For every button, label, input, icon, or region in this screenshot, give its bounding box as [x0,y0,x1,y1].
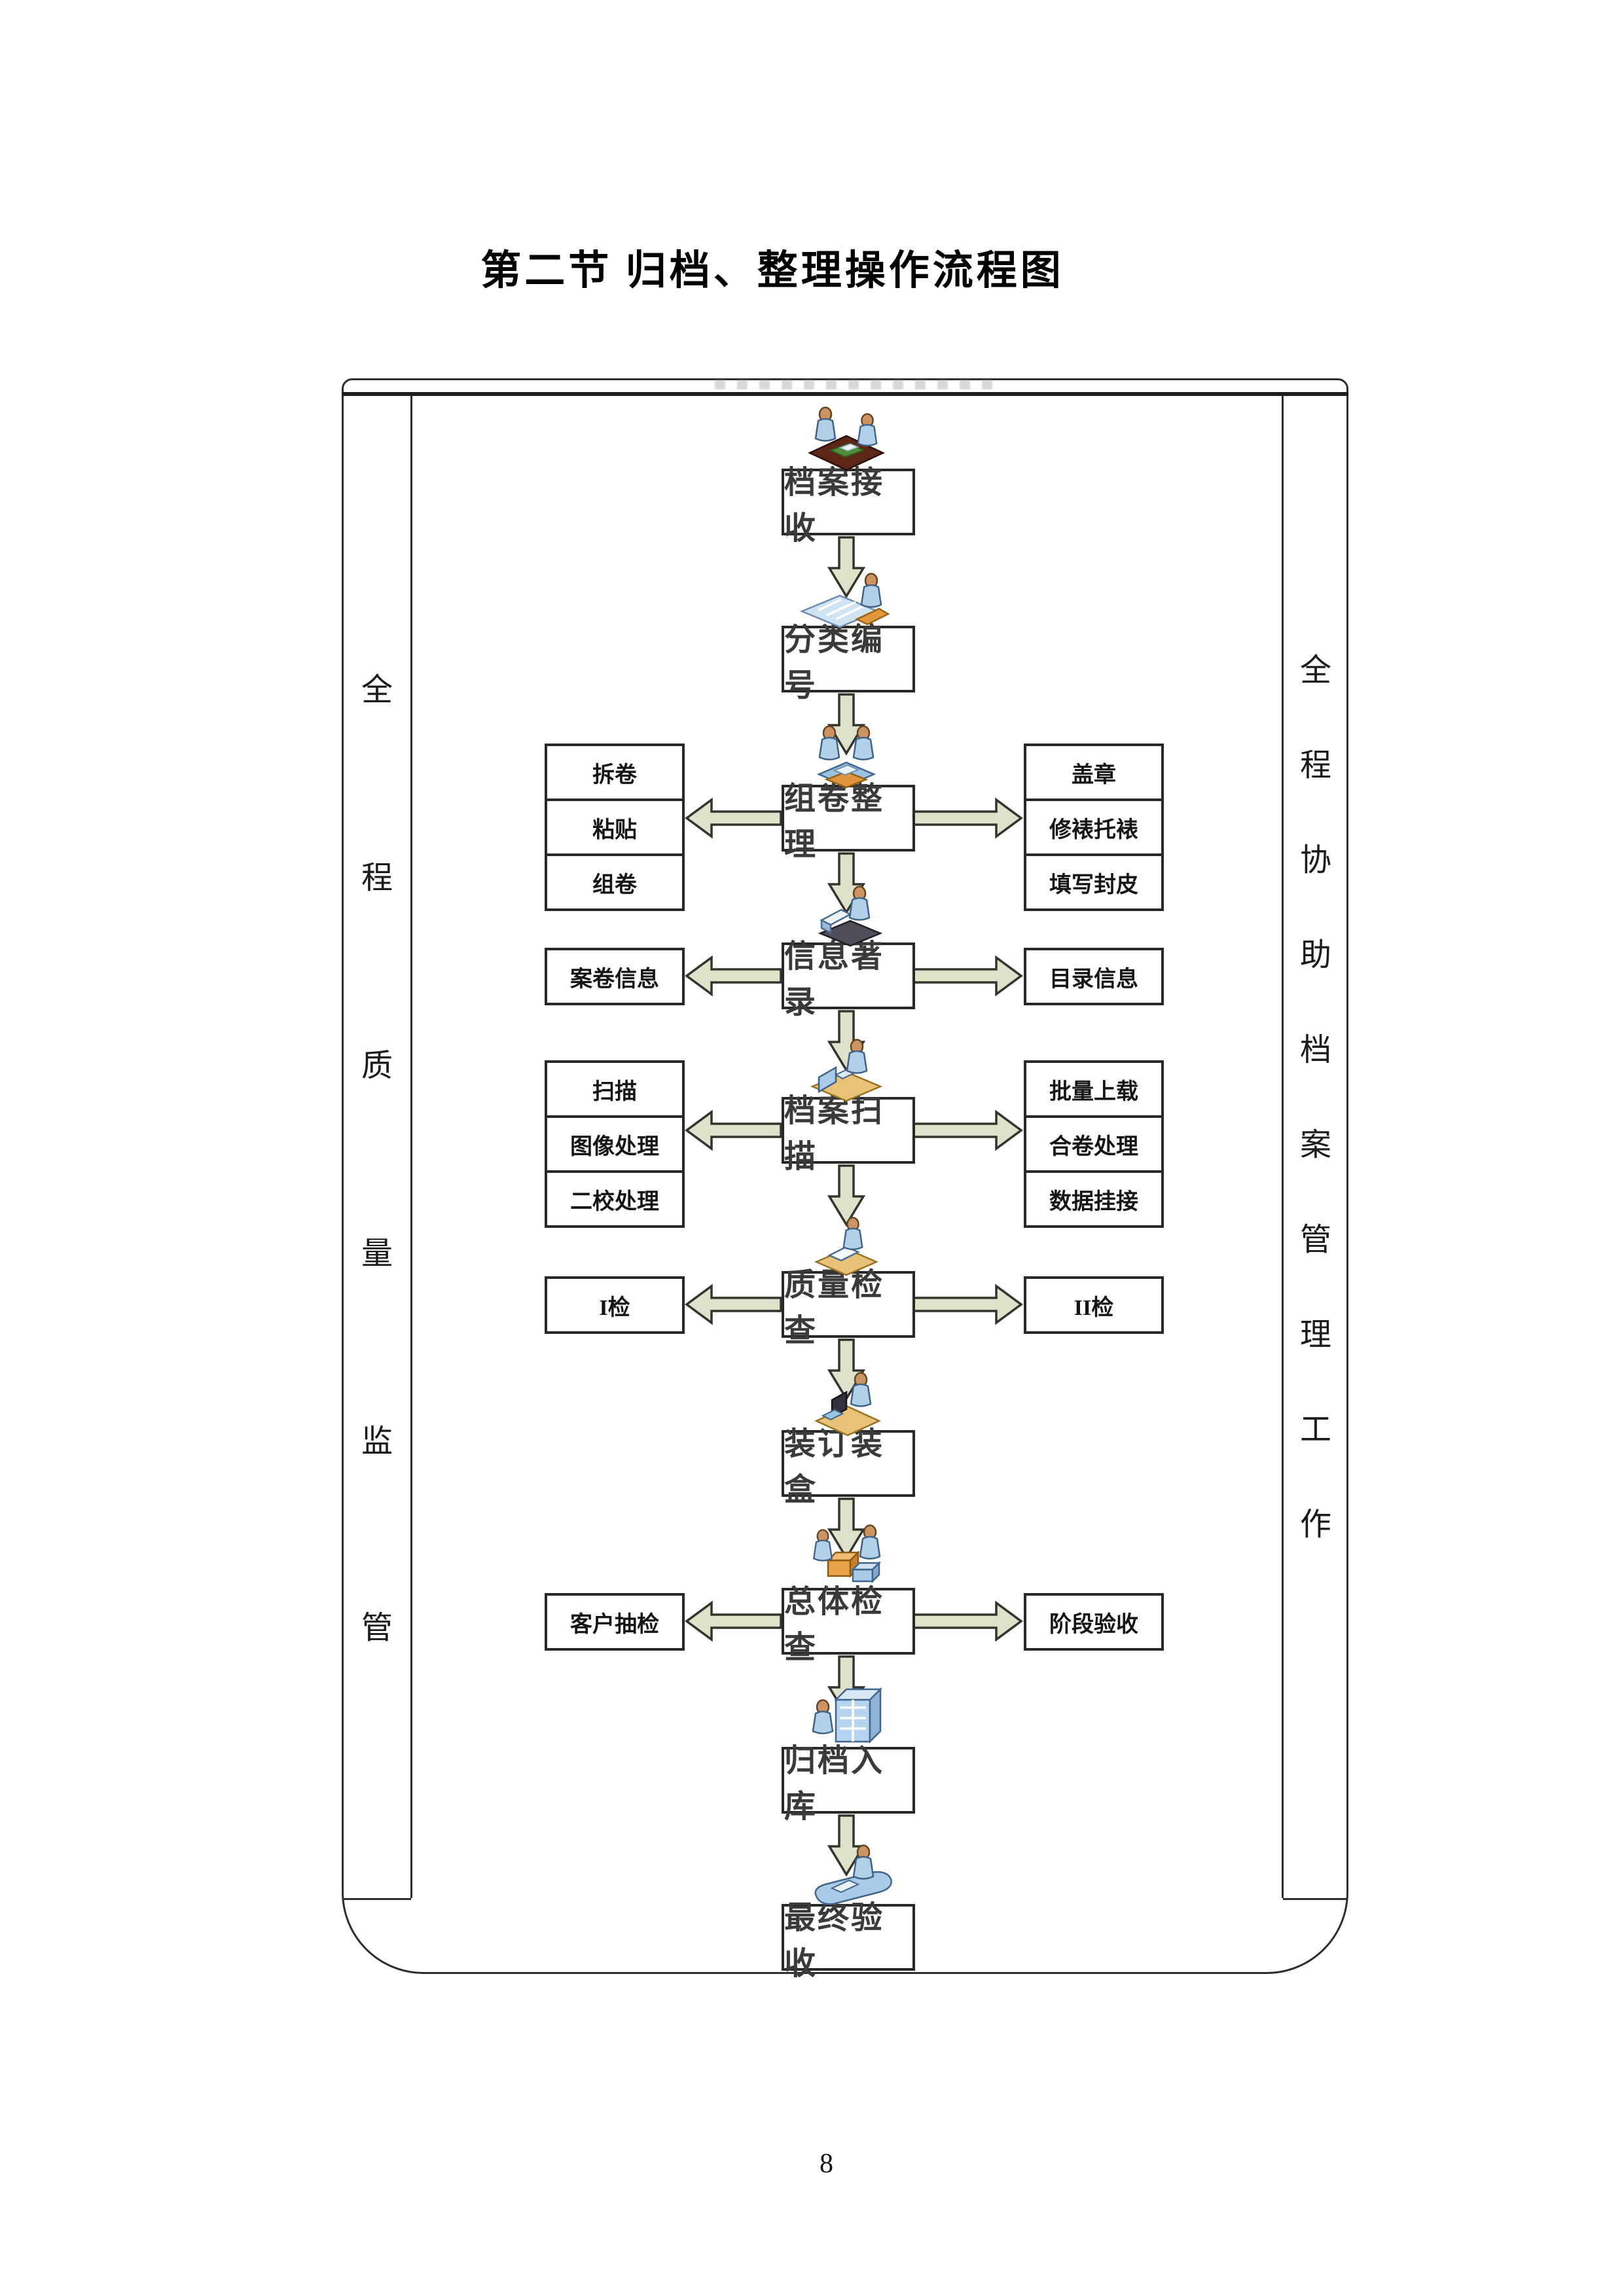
left-lane-char: 全 [361,673,393,708]
left-lane-divider [410,396,412,1898]
flow-node-archive-storage: 归档入库 [782,1744,915,1824]
down-arrow [821,1497,871,1560]
two-people-meeting-table-icon [791,398,902,475]
side-box-repair-mount: 修裱托裱 [1024,798,1164,856]
left-lane-bottom-rule [343,1898,411,1900]
right-arrow [910,1105,1024,1155]
side-box-second-check: 二校处理 [545,1170,685,1228]
side-box-fill-cover: 填写封皮 [1024,853,1164,911]
side-box-client-sampling: 客户抽检 [545,1593,685,1651]
person-archive-shelf-icon [791,1676,902,1753]
side-box-merge-process: 合卷处理 [1024,1115,1164,1173]
left-arrow [683,1280,782,1329]
right-lane-bottom-rule [1283,1898,1347,1900]
side-box-check-2: II检 [1024,1276,1164,1334]
person-scanner-icon [791,1026,902,1103]
right-lane-char: 助 [1299,938,1331,973]
down-arrow [821,1164,871,1227]
right-arrow [910,951,1024,1001]
left-lane-char: 程 [361,861,393,895]
two-people-organizing-icon [791,714,902,791]
faded-header-marks [715,380,996,389]
left-arrow [683,951,782,1001]
down-arrow [821,692,871,755]
right-arrow [910,1596,1024,1646]
person-sorting-documents-icon [791,555,902,632]
person-binding-icon [791,1359,902,1437]
left-lane-char: 量 [361,1236,393,1271]
flow-node-binding-boxing: 装订装盒 [782,1427,915,1507]
right-lane-char: 案 [1299,1128,1331,1162]
flow-node-classification: 分类编号 [782,622,915,703]
side-box-scan: 扫描 [545,1060,685,1118]
right-lane-char: 协 [1299,843,1331,878]
frame-top-rule [342,392,1348,396]
side-box-check-1: I检 [545,1276,685,1334]
two-people-boxes-check-icon [791,1517,902,1594]
flow-node-archive-scanning: 档案扫描 [782,1094,915,1174]
flow-node-info-cataloging: 信息著录 [782,939,915,1020]
right-arrow [910,793,1024,843]
right-lane-char: 管 [1299,1223,1331,1257]
right-lane-char: 理 [1299,1318,1331,1352]
page-number: 8 [820,2149,833,2179]
side-box-file-info: 案卷信息 [545,948,685,1005]
side-box-catalog-info: 目录信息 [1024,948,1164,1005]
side-box-stage-acceptance: 阶段验收 [1024,1593,1164,1651]
right-lane-divider [1282,396,1284,1898]
flow-node-quality-check: 质量检查 [782,1268,915,1348]
person-computer-entry-icon [791,872,902,949]
flow-node-file-organizing: 组卷整理 [782,781,915,862]
flow-node-overall-check: 总体检查 [782,1585,915,1665]
page-title: 第二节 归档、整理操作流程图 [480,249,1064,293]
down-arrow [821,1338,871,1401]
left-lane-char: 管 [361,1611,393,1645]
right-lane-char: 全 [1299,653,1331,688]
left-lane-char: 监 [361,1424,393,1459]
side-box-stamp: 盖章 [1024,744,1164,801]
right-lane-char: 工 [1299,1412,1331,1447]
left-arrow [683,793,782,843]
right-lane-char: 作 [1299,1507,1331,1542]
side-box-image-process: 图像处理 [545,1115,685,1173]
left-arrow [683,1105,782,1155]
side-box-unbind: 拆卷 [545,744,685,801]
side-box-assemble: 组卷 [545,853,685,911]
left-lane-char: 质 [361,1049,393,1083]
flow-node-archive-reception: 档案接收 [782,465,915,546]
right-arrow [910,1280,1024,1329]
person-inspection-icon [791,1200,902,1278]
side-box-batch-upload: 批量上载 [1024,1060,1164,1118]
down-arrow [821,1814,871,1876]
right-lane-char: 程 [1299,748,1331,783]
side-box-paste: 粘贴 [545,798,685,856]
left-arrow [683,1596,782,1646]
person-final-acceptance-icon [791,1833,902,1910]
right-lane-char: 档 [1299,1033,1331,1067]
down-arrow [821,535,871,598]
side-box-data-link: 数据挂接 [1024,1170,1164,1228]
flow-node-final-acceptance: 最终验收 [782,1901,915,1981]
